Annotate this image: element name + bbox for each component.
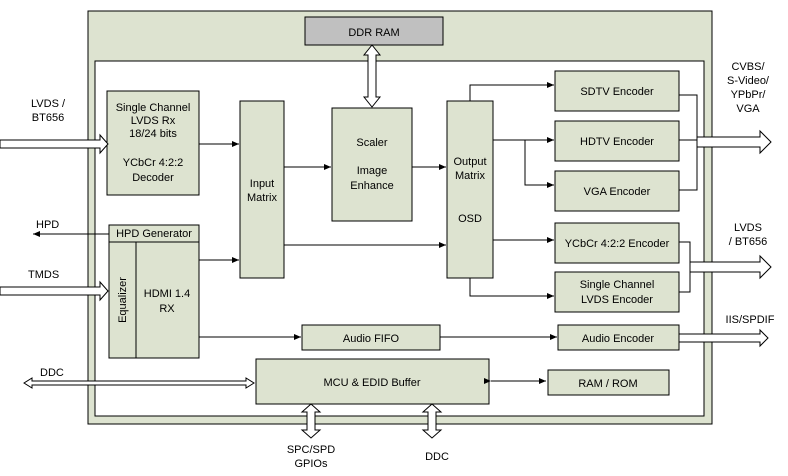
spc-line-1: SPC/SPD: [287, 444, 335, 456]
lvds-encoder-line-2: LVDS Encoder: [581, 294, 653, 306]
ddc-bottom-label: DDC: [425, 451, 449, 463]
lvds-out-line-2: / BT656: [729, 236, 768, 248]
scaler-line-3: Enhance: [350, 180, 393, 192]
ddr-ram-label: DDR RAM: [348, 27, 399, 39]
tmds-label: TMDS: [28, 269, 59, 281]
video-out-line-4: VGA: [736, 103, 760, 115]
hpd-generator-label: HPD Generator: [116, 228, 192, 240]
hdmi-rx-line-2: RX: [159, 303, 175, 315]
ycbcr-encoder-label: YCbCr 4:2:2 Encoder: [565, 238, 670, 250]
video-out-line-2: S-Video/: [727, 75, 770, 87]
output-matrix-line-3: OSD: [458, 213, 482, 225]
input-matrix-line-2: Matrix: [247, 192, 277, 204]
spc-line-2: GPIOs: [294, 458, 328, 470]
hdtv-encoder-block: [554, 120, 680, 162]
gpio-bus-arrow: [300, 403, 322, 439]
lvds-input-arrow: [0, 133, 109, 155]
audio-fifo-block: [301, 324, 441, 351]
audio-output-arrow: [678, 328, 769, 348]
mcu-edid-buffer-label: MCU & EDID Buffer: [324, 377, 421, 389]
ddr-ram-block: [304, 16, 444, 46]
to-vga-arrow: [524, 140, 554, 188]
vga-encoder-block: [554, 170, 680, 212]
ram-rom-label: RAM / ROM: [578, 378, 637, 390]
hpd-label: HPD: [36, 219, 59, 231]
scaler-block: [331, 107, 413, 222]
hdtv-encoder-label: HDTV Encoder: [580, 136, 654, 148]
lvds-rx-line-3: 18/24 bits: [129, 128, 177, 140]
lvds-rx-decoder-block: [106, 90, 200, 196]
audio-fifo-label: Audio FIFO: [343, 333, 400, 345]
ddc-bottom-bus-arrow: [421, 403, 443, 439]
lvds-encoder-line-1: Single Channel: [580, 279, 655, 291]
tmds-input-arrow: [0, 280, 109, 302]
sdtv-encoder-block: [554, 70, 680, 112]
lvds-out-line-1: LVDS: [734, 222, 762, 234]
audio-encoder-block: [557, 324, 680, 351]
lvds-rx-line-1: Single Channel: [116, 102, 191, 114]
ddc-left-bus-arrow: [23, 377, 255, 389]
input-matrix-line-1: Input: [250, 178, 274, 190]
vga-encoder-label: VGA Encoder: [584, 186, 651, 198]
sdtv-encoder-label: SDTV Encoder: [580, 86, 654, 98]
ddr-scaler-bus-arrow: [362, 44, 382, 108]
input-matrix-block: [239, 100, 285, 279]
to-lvds-encoder-arrow: [469, 278, 554, 299]
output-matrix-block: [446, 100, 494, 279]
ddc-left-label: DDC: [40, 367, 64, 379]
video-out-line-1: CVBS/: [731, 61, 765, 73]
lvds-rx-line-5: Decoder: [132, 172, 174, 184]
to-sdtv-arrow: [469, 82, 554, 101]
lvds-output-arrow: [689, 254, 772, 280]
video-out-line-3: YPbPr/: [731, 89, 767, 101]
lvds-encoder-block: [554, 271, 680, 313]
ycbcr-encoder-block: [554, 222, 680, 264]
lvds-in-line-1: LVDS /: [31, 98, 66, 110]
audio-encoder-label: Audio Encoder: [582, 333, 654, 345]
equalizer-block: [108, 241, 137, 359]
hdmi-rx-line-1: HDMI 1.4: [144, 288, 190, 300]
output-matrix-line-2: Matrix: [455, 170, 485, 182]
scaler-line-1: Scaler: [356, 137, 388, 149]
lvds-in-line-2: BT656: [32, 112, 64, 124]
equalizer-label: Equalizer: [117, 277, 129, 323]
audio-out-label: IIS/SPDIF: [726, 314, 775, 326]
ram-rom-block: [547, 369, 670, 396]
video-output-arrow: [696, 129, 772, 155]
lvds-rx-line-2: LVDS Rx: [131, 115, 176, 127]
output-matrix-line-1: Output: [453, 156, 486, 168]
lvds-rx-line-4: YCbCr 4:2:2: [123, 157, 184, 169]
mcu-edid-buffer-block: [255, 358, 490, 405]
scaler-line-2: Image: [357, 165, 388, 177]
